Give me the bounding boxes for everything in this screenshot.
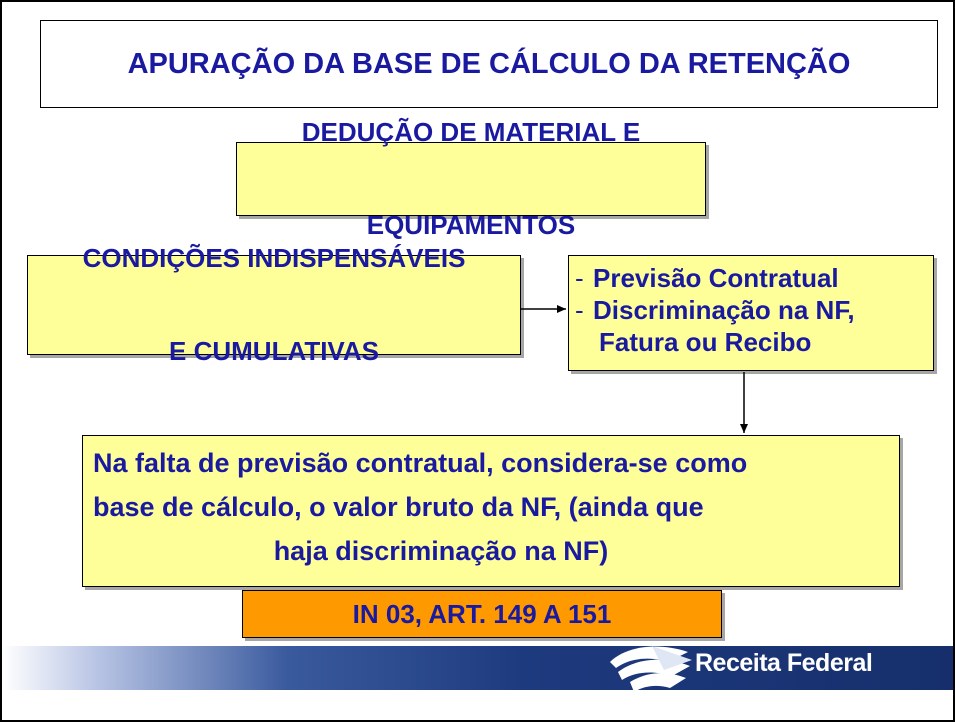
note-line-2: base de cálculo, o valor bruto da NF, (a… [93, 492, 704, 522]
requirements-box: -Previsão Contratual -Discriminação na N… [568, 255, 934, 371]
reference-box: IN 03, ART. 149 A 151 [242, 590, 722, 638]
note-line-1: Na falta de previsão contratual, conside… [93, 448, 748, 478]
brand-name: Receita Federal [695, 649, 873, 677]
footer-band [2, 646, 953, 690]
requirement-label: Previsão Contratual [593, 263, 839, 293]
reference-text: IN 03, ART. 149 A 151 [352, 598, 612, 629]
note-line-3: haja discriminação na NF) [273, 536, 609, 566]
requirement-item: -Discriminação na NF, [575, 294, 933, 326]
conditions-line-2: E CUMULATIVAS [169, 336, 379, 366]
receita-federal-logo-icon [610, 646, 692, 692]
note-box: Na falta de previsão contratual, conside… [82, 435, 900, 587]
deduction-line-2: EQUIPAMENTOS [366, 210, 576, 240]
slide-title-box: APURAÇÃO DA BASE DE CÁLCULO DA RETENÇÃO [40, 20, 938, 108]
requirement-item: -Previsão Contratual [575, 262, 933, 294]
slide-title: APURAÇÃO DA BASE DE CÁLCULO DA RETENÇÃO [127, 47, 851, 80]
deduction-box: DEDUÇÃO DE MATERIAL E EQUIPAMENTOS [236, 117, 706, 240]
deduction-line-1: DEDUÇÃO DE MATERIAL E [301, 117, 641, 147]
bullet-dash: - [575, 263, 584, 293]
bullet-dash: - [575, 295, 584, 325]
requirement-continuation: Fatura ou Recibo [599, 327, 812, 357]
conditions-box: CONDIÇÕES INDISPENSÁVEIS E CUMULATIVAS [27, 243, 521, 366]
conditions-line-1: CONDIÇÕES INDISPENSÁVEIS [82, 243, 466, 273]
requirement-label: Discriminação na NF, [593, 295, 855, 325]
